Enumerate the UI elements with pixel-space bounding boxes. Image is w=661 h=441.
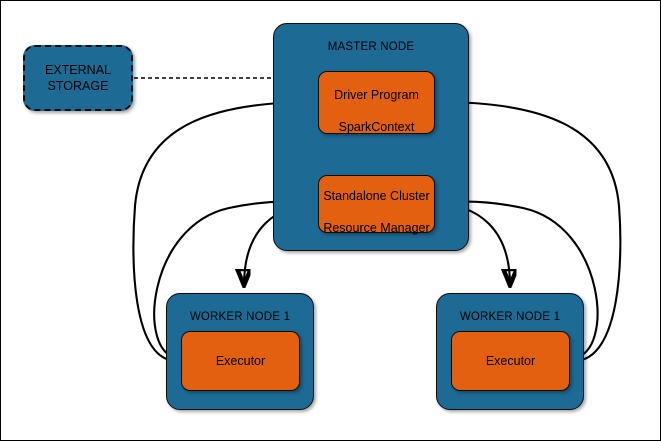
- driver-program-label: Driver Program SparkContext: [330, 71, 423, 135]
- master-node-title: MASTER NODE: [327, 41, 415, 53]
- executor-left-label: Executor: [215, 354, 266, 368]
- cluster-resource-manager-box[interactable]: Standalone Cluster Resource Manager: [318, 172, 435, 236]
- worker-node-right-title: WORKER NODE 1: [459, 311, 561, 323]
- external-storage-label: EXTERNAL STORAGE: [25, 62, 131, 94]
- driver-program-box[interactable]: Driver Program SparkContext: [318, 71, 435, 134]
- driver-program-line2: SparkContext: [338, 119, 415, 134]
- worker-node-left-title: WORKER NODE 1: [189, 311, 291, 323]
- external-storage-line1: EXTERNAL: [45, 63, 111, 77]
- executor-right-box[interactable]: Executor: [451, 331, 570, 391]
- driver-program-line1: Driver Program: [334, 87, 419, 102]
- resource-manager-line1: Standalone Cluster: [323, 189, 430, 203]
- cluster-resource-manager-label: Standalone Cluster Resource Manager: [319, 172, 433, 236]
- resource-manager-line2: Resource Manager: [323, 221, 430, 235]
- executor-right-label: Executor: [485, 354, 536, 368]
- external-storage-line2: STORAGE: [47, 79, 109, 93]
- external-storage-node[interactable]: EXTERNAL STORAGE: [23, 45, 133, 111]
- master-node[interactable]: MASTER NODE: [273, 23, 469, 251]
- executor-left-box[interactable]: Executor: [181, 331, 300, 391]
